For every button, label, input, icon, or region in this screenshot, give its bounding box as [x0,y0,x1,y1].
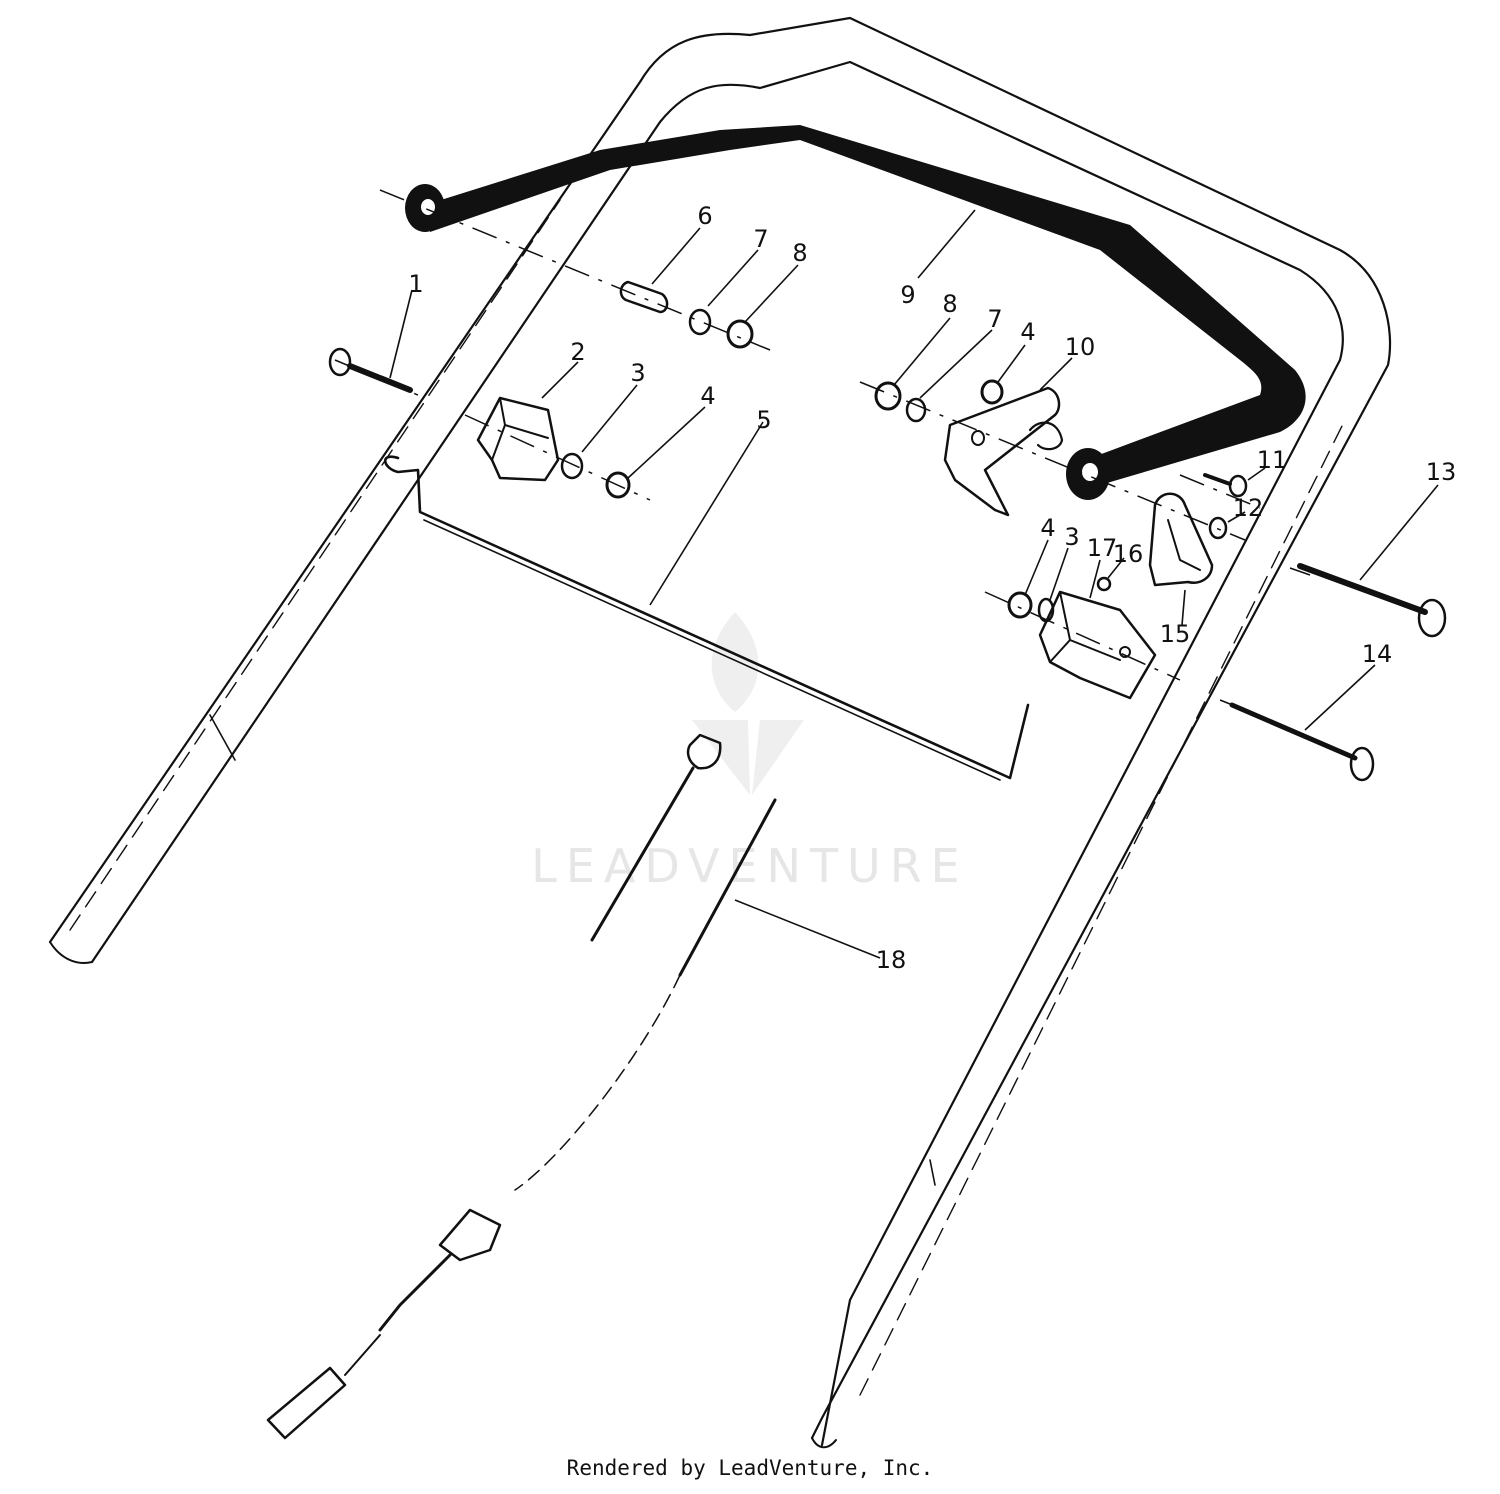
label-part-4-right: 4 [1040,514,1055,542]
part-labels: 1 2 3 4 5 6 7 8 9 8 7 4 10 11 12 13 14 1… [408,202,1456,974]
render-credit: Rendered by LeadVenture, Inc. [566,1456,934,1480]
label-part-2: 2 [570,338,585,366]
carriage-bolt-13 [1297,563,1447,638]
label-part-5: 5 [756,406,771,434]
control-bracket-right [1038,590,1157,700]
nut-8-right [874,381,902,411]
screw-11 [1203,473,1248,498]
watermark-text: LEADVENTURE [531,839,969,893]
callout-leaders [389,209,1439,959]
leadventure-watermark: LEADVENTURE [531,612,969,893]
watermark-v-logo [692,720,804,795]
control-cable-18 [266,733,777,1440]
bail-end-left-hole [421,199,435,215]
label-part-3-right: 3 [1064,523,1079,551]
carriage-bolt-1 [328,347,413,393]
bail-bracket-10 [943,386,1064,517]
label-part-10: 10 [1065,333,1096,361]
carriage-bolt-14 [1229,702,1375,782]
label-part-7-right: 7 [987,305,1002,333]
bail-end-right-hole [1082,463,1098,481]
cable-lever-15 [1148,492,1214,587]
washer-7-right [905,397,927,423]
label-part-17: 17 [1087,534,1118,562]
bail-tube [425,125,1306,488]
label-part-18: 18 [876,946,907,974]
label-part-7-left: 7 [753,225,768,253]
label-part-4-left: 4 [700,382,715,410]
label-part-8-right: 8 [942,290,957,318]
handle-frame [48,16,1392,1449]
label-part-15: 15 [1160,620,1191,648]
label-part-11: 11 [1257,446,1288,474]
watermark-flame-logo [711,612,759,712]
label-part-12: 12 [1233,494,1264,522]
nut-8 [726,319,754,349]
washer-3-left [560,452,584,480]
control-rod-5 [383,455,1030,781]
washer-7 [688,308,712,336]
label-part-8-left: 8 [792,239,807,267]
nut-4-right [1007,591,1033,619]
label-part-14: 14 [1362,640,1393,668]
control-bail [405,125,1306,500]
small-nut-16 [1096,576,1112,592]
washer-3-right [1037,597,1055,623]
label-part-16: 16 [1113,540,1144,568]
washer-12 [1208,516,1228,540]
label-part-3-left: 3 [630,359,645,387]
label-part-4-bail: 4 [1020,318,1035,346]
label-part-6: 6 [697,202,712,230]
nut-4-bail [980,379,1004,405]
nut-4-left [605,471,631,499]
label-part-1: 1 [408,270,423,298]
spacer-6 [619,280,669,314]
label-part-13: 13 [1426,458,1457,486]
control-bracket-left [476,396,560,482]
label-part-9: 9 [900,281,915,309]
